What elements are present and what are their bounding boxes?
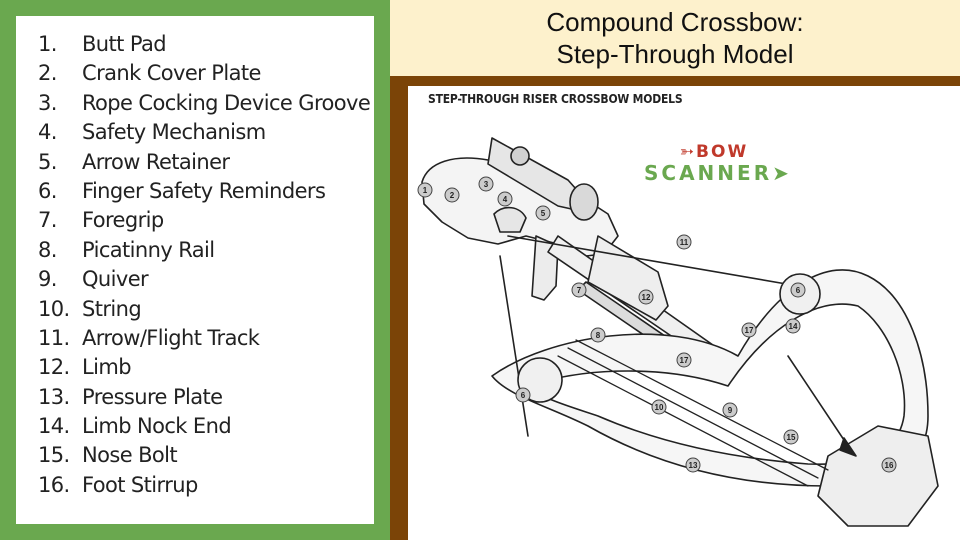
item-number: 14. (38, 412, 82, 441)
callout-16: 16 (882, 458, 896, 472)
slide-title-line2: Step-Through Model (390, 38, 960, 70)
callout-6-lower: 6 (516, 388, 530, 402)
item-label: Rope Cocking Device Groove (82, 91, 370, 115)
callout-1: 1 (418, 183, 432, 197)
item-number: 16. (38, 471, 82, 500)
limb-inner (528, 304, 905, 464)
callout-8: 8 (591, 328, 605, 342)
item-number: 13. (38, 383, 82, 412)
callout-14: 14 (786, 319, 800, 333)
svg-text:4: 4 (503, 195, 508, 204)
left-panel: 1.Butt Pad 2.Crank Cover Plate 3.Rope Co… (0, 0, 390, 540)
svg-text:17: 17 (680, 356, 689, 365)
list-item: 11.Arrow/Flight Track (38, 324, 370, 353)
callout-15: 15 (784, 430, 798, 444)
list-item: 1.Butt Pad (38, 30, 370, 59)
list-item: 16.Foot Stirrup (38, 471, 370, 500)
item-label: Butt Pad (82, 32, 166, 56)
svg-text:5: 5 (541, 209, 546, 218)
list-item: 8.Picatinny Rail (38, 236, 370, 265)
callout-6: 6 (791, 283, 805, 297)
item-number: 11. (38, 324, 82, 353)
item-number: 12. (38, 353, 82, 382)
callout-2: 2 (445, 188, 459, 202)
item-label: Nose Bolt (82, 443, 177, 467)
callout-17-upper: 17 (742, 323, 756, 337)
crossbow-illustration: 1 2 3 4 5 11 6 7 12 8 17 14 17 6 10 9 15… (408, 86, 960, 540)
svg-text:6: 6 (796, 286, 801, 295)
callout-3: 3 (479, 177, 493, 191)
list-item: 12.Limb (38, 353, 370, 382)
parts-list: 1.Butt Pad 2.Crank Cover Plate 3.Rope Co… (38, 30, 370, 500)
item-label: Safety Mechanism (82, 120, 266, 144)
item-label: Limb Nock End (82, 414, 231, 438)
item-number: 9. (38, 265, 82, 294)
scope-lens (570, 184, 598, 220)
callout-12: 12 (639, 290, 653, 304)
callout-4: 4 (498, 192, 512, 206)
list-item: 7.Foregrip (38, 206, 370, 235)
list-item: 5.Arrow Retainer (38, 148, 370, 177)
svg-text:16: 16 (885, 461, 894, 470)
item-number: 7. (38, 206, 82, 235)
item-label: String (82, 297, 141, 321)
list-item: 3.Rope Cocking Device Groove (38, 89, 370, 118)
item-label: Quiver (82, 267, 148, 291)
callout-5: 5 (536, 206, 550, 220)
list-item: 10.String (38, 295, 370, 324)
item-number: 3. (38, 89, 82, 118)
svg-text:17: 17 (745, 326, 754, 335)
svg-text:7: 7 (577, 286, 582, 295)
list-item: 13.Pressure Plate (38, 383, 370, 412)
item-number: 8. (38, 236, 82, 265)
callout-17-lower: 17 (677, 353, 691, 367)
item-label: Limb (82, 355, 131, 379)
svg-text:2: 2 (450, 191, 455, 200)
svg-text:6: 6 (521, 391, 526, 400)
svg-text:1: 1 (423, 186, 428, 195)
item-number: 15. (38, 441, 82, 470)
svg-text:14: 14 (789, 322, 798, 331)
crossbow-diagram: STEP-THROUGH RISER CROSSBOW MODELS ➳BOW … (408, 86, 960, 540)
title-band: Compound Crossbow: Step-Through Model (390, 0, 960, 76)
svg-text:9: 9 (728, 406, 733, 415)
item-number: 6. (38, 177, 82, 206)
callout-10: 10 (652, 400, 666, 414)
item-number: 4. (38, 118, 82, 147)
item-label: Arrow Retainer (82, 150, 229, 174)
item-number: 2. (38, 59, 82, 88)
svg-text:3: 3 (484, 180, 489, 189)
svg-text:8: 8 (596, 331, 601, 340)
item-label: Finger Safety Reminders (82, 179, 325, 203)
callout-9: 9 (723, 403, 737, 417)
callout-7: 7 (572, 283, 586, 297)
svg-text:10: 10 (655, 403, 664, 412)
svg-text:12: 12 (642, 293, 651, 302)
svg-text:11: 11 (680, 238, 689, 247)
slide-title-line1: Compound Crossbow: (390, 6, 960, 38)
item-label: Crank Cover Plate (82, 61, 261, 85)
list-item: 9.Quiver (38, 265, 370, 294)
svg-text:13: 13 (689, 461, 698, 470)
item-number: 1. (38, 30, 82, 59)
parts-list-card: 1.Butt Pad 2.Crank Cover Plate 3.Rope Co… (16, 16, 374, 524)
list-item: 15.Nose Bolt (38, 441, 370, 470)
item-number: 5. (38, 148, 82, 177)
svg-text:15: 15 (787, 433, 796, 442)
list-item: 2.Crank Cover Plate (38, 59, 370, 88)
list-item: 4.Safety Mechanism (38, 118, 370, 147)
string-line-2 (500, 256, 528, 436)
item-label: Picatinny Rail (82, 238, 215, 262)
item-label: Arrow/Flight Track (82, 326, 259, 350)
callout-13: 13 (686, 458, 700, 472)
list-item: 6.Finger Safety Reminders (38, 177, 370, 206)
item-label: Foregrip (82, 208, 164, 232)
stock-cutout (494, 208, 526, 232)
list-item: 14.Limb Nock End (38, 412, 370, 441)
item-label: Pressure Plate (82, 385, 222, 409)
item-number: 10. (38, 295, 82, 324)
callout-11: 11 (677, 235, 691, 249)
item-label: Foot Stirrup (82, 473, 198, 497)
scope-turret (511, 147, 529, 165)
